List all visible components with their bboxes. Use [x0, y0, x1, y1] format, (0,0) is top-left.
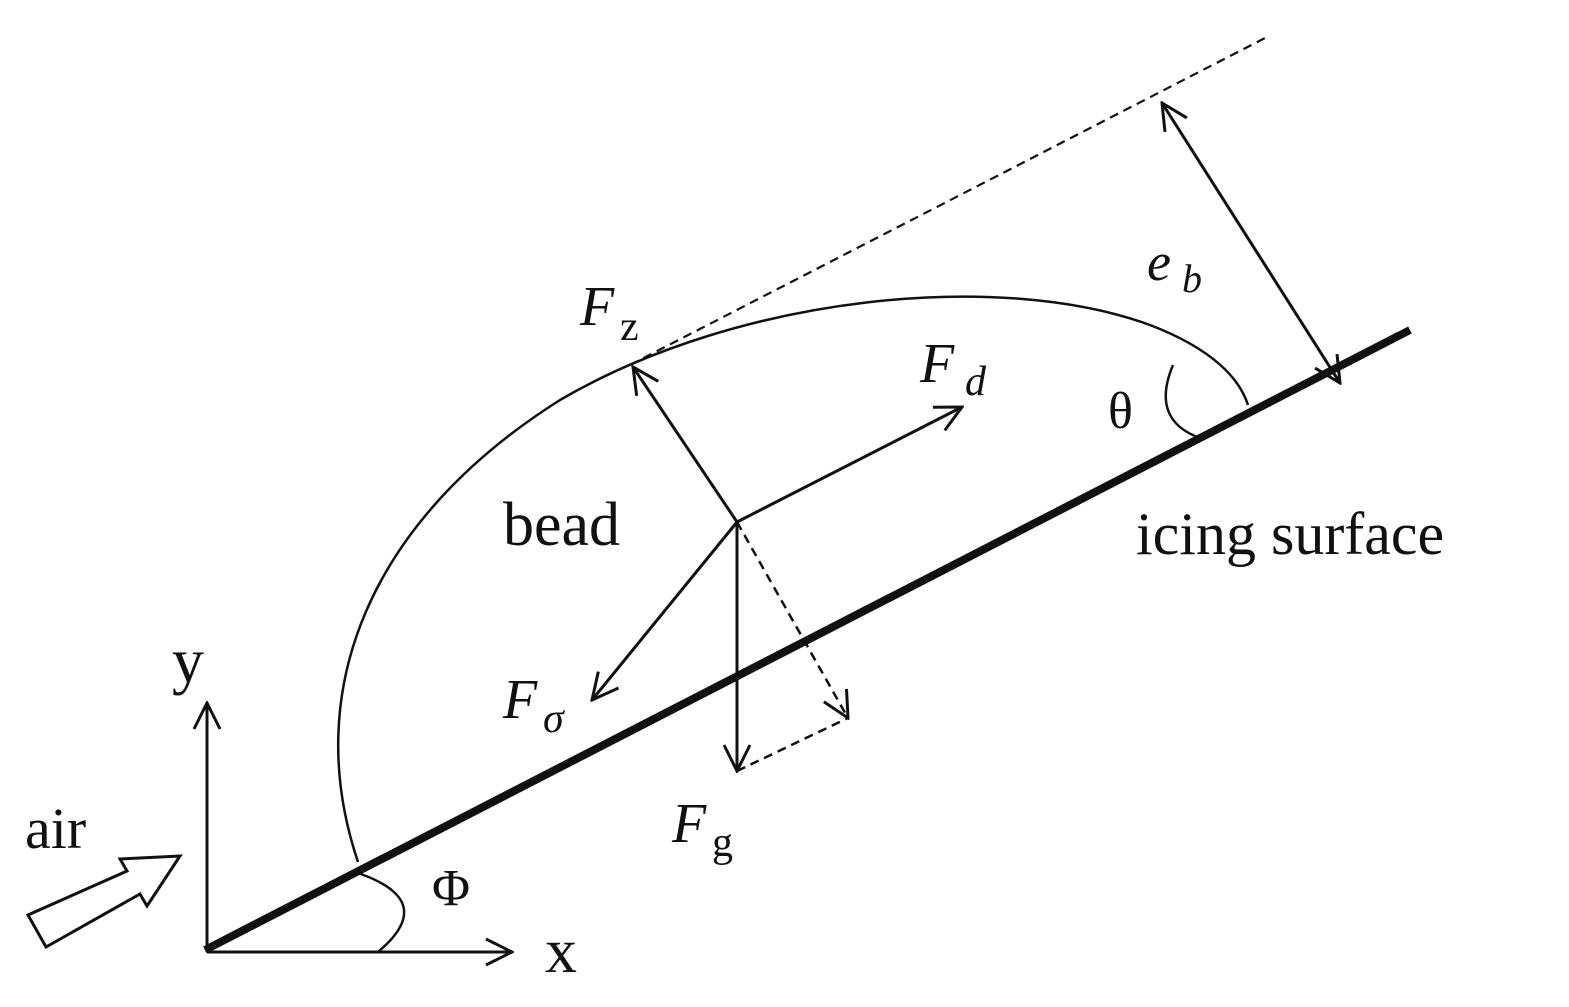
theta-angle-arc — [1164, 364, 1201, 440]
fd-label-sub: d — [965, 359, 987, 405]
fd-label: F d — [919, 333, 987, 405]
x-axis-label: x — [545, 915, 577, 986]
fg-component-dashed-line — [736, 716, 849, 773]
icing-surface-label: icing surface — [1136, 501, 1444, 567]
air-flow-arrow — [25, 854, 183, 950]
fz-label-main: F — [579, 276, 615, 338]
bead-label: bead — [503, 491, 620, 559]
icing-surface-line — [203, 326, 1412, 954]
y-axis-label: y — [172, 625, 204, 696]
bead-outline — [336, 295, 1250, 863]
fg-label-main: F — [671, 793, 707, 855]
phi-label: Φ — [432, 860, 470, 917]
fsigma-label: F σ — [502, 669, 566, 742]
air-label: air — [25, 796, 86, 861]
eb-label-sub: b — [1182, 256, 1202, 301]
fz-label-sub: z — [620, 304, 639, 350]
eb-label-main: e — [1147, 232, 1171, 292]
tangent-dashed-line — [629, 37, 1266, 366]
fsigma-arrow — [592, 521, 739, 700]
fd-label-main: F — [919, 333, 955, 395]
eb-label: e b — [1147, 232, 1202, 301]
fsigma-label-main: F — [502, 669, 538, 731]
fg-component-dashed-arrow — [735, 521, 848, 718]
fz-arrow — [633, 367, 739, 523]
fd-arrow — [736, 407, 962, 524]
fsigma-label-sub: σ — [543, 696, 566, 742]
eb-dimension-arrow — [1162, 103, 1340, 383]
theta-label: θ — [1108, 383, 1133, 440]
fg-label-sub: g — [712, 820, 733, 866]
phi-angle-arc — [354, 870, 406, 953]
fz-label: F z — [579, 276, 639, 350]
fg-label: F g — [671, 793, 733, 866]
